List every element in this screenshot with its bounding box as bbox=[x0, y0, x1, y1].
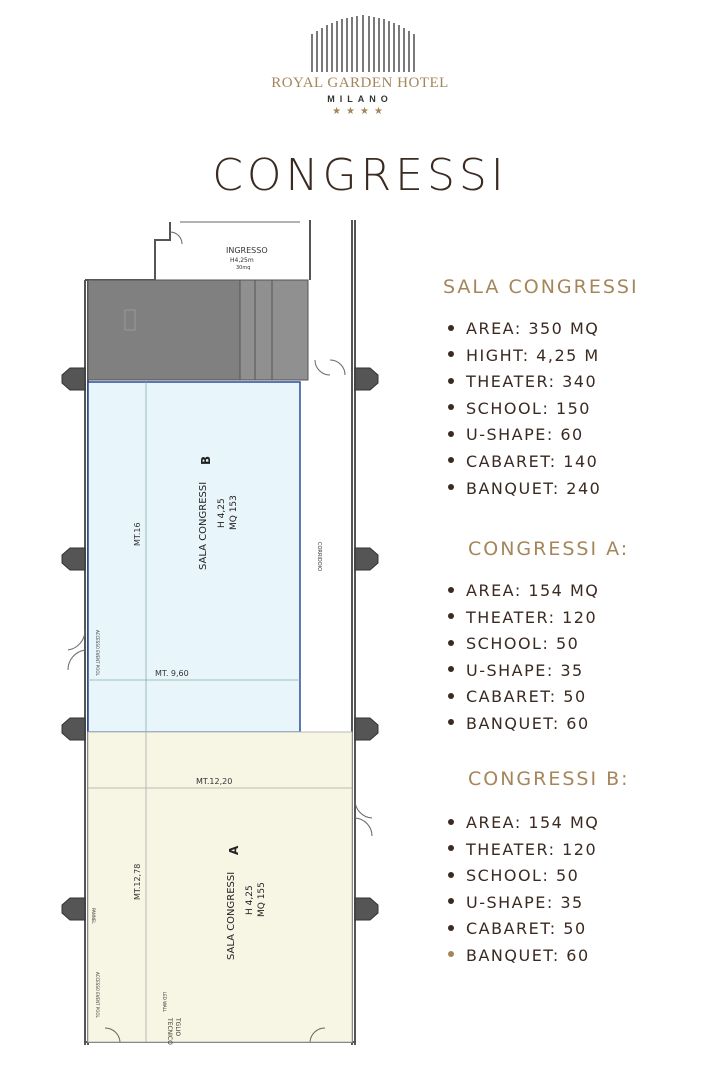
room-a-letter: A bbox=[227, 845, 241, 855]
bullet-icon bbox=[448, 666, 454, 673]
room-b-area: MQ 153 bbox=[229, 495, 239, 530]
led-wall-label: LED WALL bbox=[162, 992, 167, 1013]
list-item: THEATER: 120 bbox=[448, 605, 599, 632]
bullet-icon bbox=[448, 951, 454, 958]
section-sala-congressi: SALA CONGRESSI bbox=[443, 276, 639, 298]
section-title: CONGRESSI A: bbox=[468, 538, 630, 560]
list-item: SCHOOL: 50 bbox=[448, 863, 599, 890]
room-b-name: SALA CONGRESSI bbox=[198, 482, 209, 570]
room-a-area bbox=[87, 731, 353, 1043]
room-a-name: SALA CONGRESSI bbox=[226, 872, 237, 960]
bullet-icon bbox=[448, 351, 454, 358]
list-item: THEATER: 340 bbox=[448, 369, 601, 396]
spec-list-sala-congressi: AREA: 350 MQ HIGHT: 4,25 M THEATER: 340 … bbox=[448, 316, 601, 502]
hotel-city: MILANO bbox=[327, 94, 393, 104]
list-item: U-SHAPE: 60 bbox=[448, 422, 601, 449]
bullet-icon bbox=[448, 924, 454, 931]
bullet-icon bbox=[448, 692, 454, 699]
list-item: HIGHT: 4,25 M bbox=[448, 343, 601, 370]
bullet-icon bbox=[448, 719, 454, 726]
pillars bbox=[61, 367, 379, 921]
spec-list-congressi-b: AREA: 154 MQ THEATER: 120 SCHOOL: 50 U-S… bbox=[448, 810, 599, 970]
spec-list-congressi-a: AREA: 154 MQ THEATER: 120 SCHOOL: 50 U-S… bbox=[448, 578, 599, 738]
floor-plan: INGRESSO H4,25m 30mq bbox=[61, 220, 379, 1045]
list-item: CABARET: 50 bbox=[448, 684, 599, 711]
list-item: U-SHAPE: 35 bbox=[448, 890, 599, 917]
list-item: CABARET: 140 bbox=[448, 449, 601, 476]
list-item: BANQUET: 240 bbox=[448, 476, 601, 503]
room-b-letter: B bbox=[199, 456, 213, 465]
bullet-icon bbox=[448, 818, 454, 825]
bullet-icon bbox=[448, 613, 454, 620]
room-a-length: MT.12,78 bbox=[133, 864, 142, 900]
bullet-icon bbox=[448, 484, 454, 491]
entrance-height: H4,25m bbox=[230, 257, 254, 264]
list-item: BANQUET: 60 bbox=[448, 943, 599, 970]
room-a-width: MT.12,20 bbox=[196, 777, 232, 786]
section-title: CONGRESSI B: bbox=[468, 768, 630, 790]
corridor-label: CORRIDOIO bbox=[316, 542, 322, 571]
tecnico-label-2: TGLIO bbox=[174, 1017, 181, 1036]
list-item: U-SHAPE: 35 bbox=[448, 658, 599, 685]
page-title: CONGRESSI bbox=[212, 150, 508, 201]
list-item: SCHOOL: 150 bbox=[448, 396, 601, 423]
bullet-icon bbox=[448, 845, 454, 852]
room-a-height: H 4,25 bbox=[245, 885, 255, 915]
bullet-icon bbox=[448, 457, 454, 464]
section-congressi-b: CONGRESSI B: bbox=[468, 768, 630, 790]
room-b-height: H 4,25 bbox=[217, 498, 227, 528]
bullet-icon bbox=[448, 898, 454, 905]
entrance-label: INGRESSO bbox=[226, 246, 268, 255]
room-b-width: MT. 9,60 bbox=[155, 669, 189, 678]
list-item: AREA: 154 MQ bbox=[448, 810, 599, 837]
bullet-icon bbox=[448, 377, 454, 384]
list-item: BANQUET: 60 bbox=[448, 711, 599, 738]
entrance-area: 30mq bbox=[236, 265, 250, 271]
pool-access-label-2: ACCESSO EVENT POOL bbox=[95, 972, 100, 1018]
bullet-icon bbox=[448, 430, 454, 437]
room-b-length: MT.16 bbox=[133, 522, 142, 546]
pannelli-label: PANNEL bbox=[91, 908, 96, 924]
bullet-icon bbox=[448, 639, 454, 646]
list-item: AREA: 154 MQ bbox=[448, 578, 599, 605]
pool-access-label-1: ACCESSO EVENT POOL bbox=[95, 630, 100, 676]
list-item: CABARET: 50 bbox=[448, 916, 599, 943]
bullet-icon bbox=[448, 324, 454, 331]
room-a-area: MQ 155 bbox=[257, 882, 267, 917]
list-item: AREA: 350 MQ bbox=[448, 316, 601, 343]
hotel-stars: ★★★★ bbox=[332, 106, 388, 117]
bullet-icon bbox=[448, 871, 454, 878]
bullet-icon bbox=[448, 404, 454, 411]
hotel-logo bbox=[311, 15, 415, 72]
hotel-name: ROYAL GARDEN HOTEL bbox=[271, 75, 449, 91]
room-b-area bbox=[87, 381, 301, 733]
entrance-label-group: INGRESSO H4,25m 30mq bbox=[226, 246, 268, 271]
bullet-icon bbox=[448, 586, 454, 593]
section-congressi-a: CONGRESSI A: bbox=[468, 538, 629, 560]
list-item: SCHOOL: 50 bbox=[448, 631, 599, 658]
tecnico-label: TECNICO bbox=[166, 1017, 173, 1045]
section-title: SALA CONGRESSI bbox=[443, 276, 639, 298]
list-item: THEATER: 120 bbox=[448, 837, 599, 864]
